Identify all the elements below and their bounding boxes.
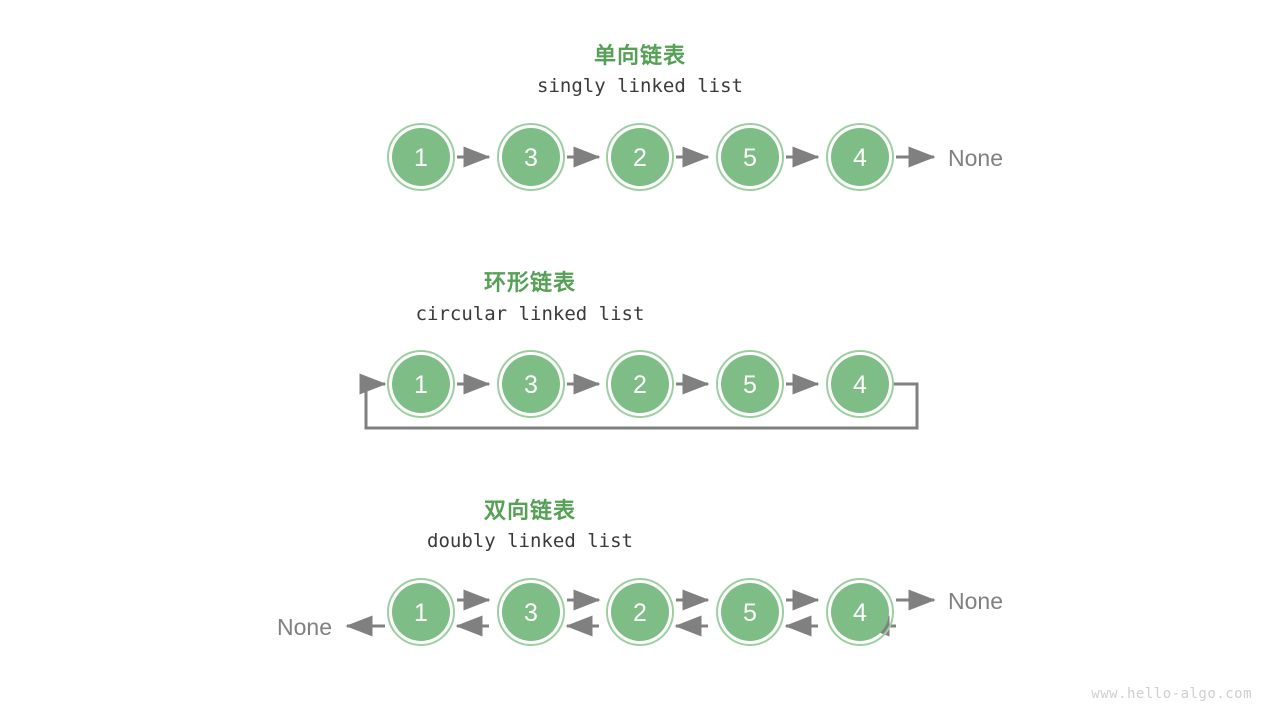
doubly-node-3: 2	[606, 578, 674, 646]
singly-list-title: 单向链表	[593, 43, 686, 68]
doubly-tail-none-label: None	[948, 588, 1003, 614]
circular-list-diagram: 1 3 2 5 4	[359, 350, 919, 430]
singly-list-subtitle: singly linked list	[537, 75, 743, 97]
doubly-node-4-label: 5	[743, 599, 757, 627]
circular-list-title: 环形链表	[483, 270, 576, 295]
singly-node-2: 3	[497, 123, 565, 191]
circular-node-2: 3	[497, 350, 565, 418]
circular-node-5-label: 4	[853, 371, 867, 399]
singly-node-5: 4	[826, 123, 894, 191]
doubly-list-subtitle: doubly linked list	[427, 530, 633, 552]
singly-node-4-label: 5	[743, 144, 757, 172]
singly-tail-none-label: None	[948, 145, 1003, 171]
singly-list-diagram: 1 3 2 5 4 None	[387, 123, 1003, 191]
singly-node-3-label: 2	[633, 144, 647, 172]
doubly-node-2-label: 3	[524, 599, 538, 627]
circular-list-subtitle: circular linked list	[415, 303, 645, 325]
circular-node-1: 1	[387, 350, 455, 418]
doubly-list-title: 双向链表	[483, 498, 576, 523]
singly-node-4: 5	[716, 123, 784, 191]
singly-node-1: 1	[387, 123, 455, 191]
circular-node-2-label: 3	[524, 371, 538, 399]
doubly-node-5: 4	[826, 578, 894, 646]
circular-node-3: 2	[606, 350, 674, 418]
doubly-node-1-label: 1	[414, 599, 428, 627]
doubly-head-none-label: None	[277, 614, 332, 640]
circular-node-4-label: 5	[743, 371, 757, 399]
circular-node-4: 5	[716, 350, 784, 418]
circular-node-5: 4	[826, 350, 894, 418]
doubly-node-1: 1	[387, 578, 455, 646]
doubly-node-5-label: 4	[853, 599, 867, 627]
doubly-node-4: 5	[716, 578, 784, 646]
singly-node-2-label: 3	[524, 144, 538, 172]
doubly-node-2: 3	[497, 578, 565, 646]
singly-node-3: 2	[606, 123, 674, 191]
watermark: www.hello-algo.com	[1091, 686, 1252, 702]
circular-node-1-label: 1	[414, 371, 428, 399]
doubly-list-diagram: 1 3 2 5 4 None None	[277, 578, 1003, 646]
singly-node-5-label: 4	[853, 144, 867, 172]
circular-node-3-label: 2	[633, 371, 647, 399]
circular-loopback-path	[359, 373, 919, 430]
doubly-node-3-label: 2	[633, 599, 647, 627]
singly-node-1-label: 1	[414, 144, 428, 172]
